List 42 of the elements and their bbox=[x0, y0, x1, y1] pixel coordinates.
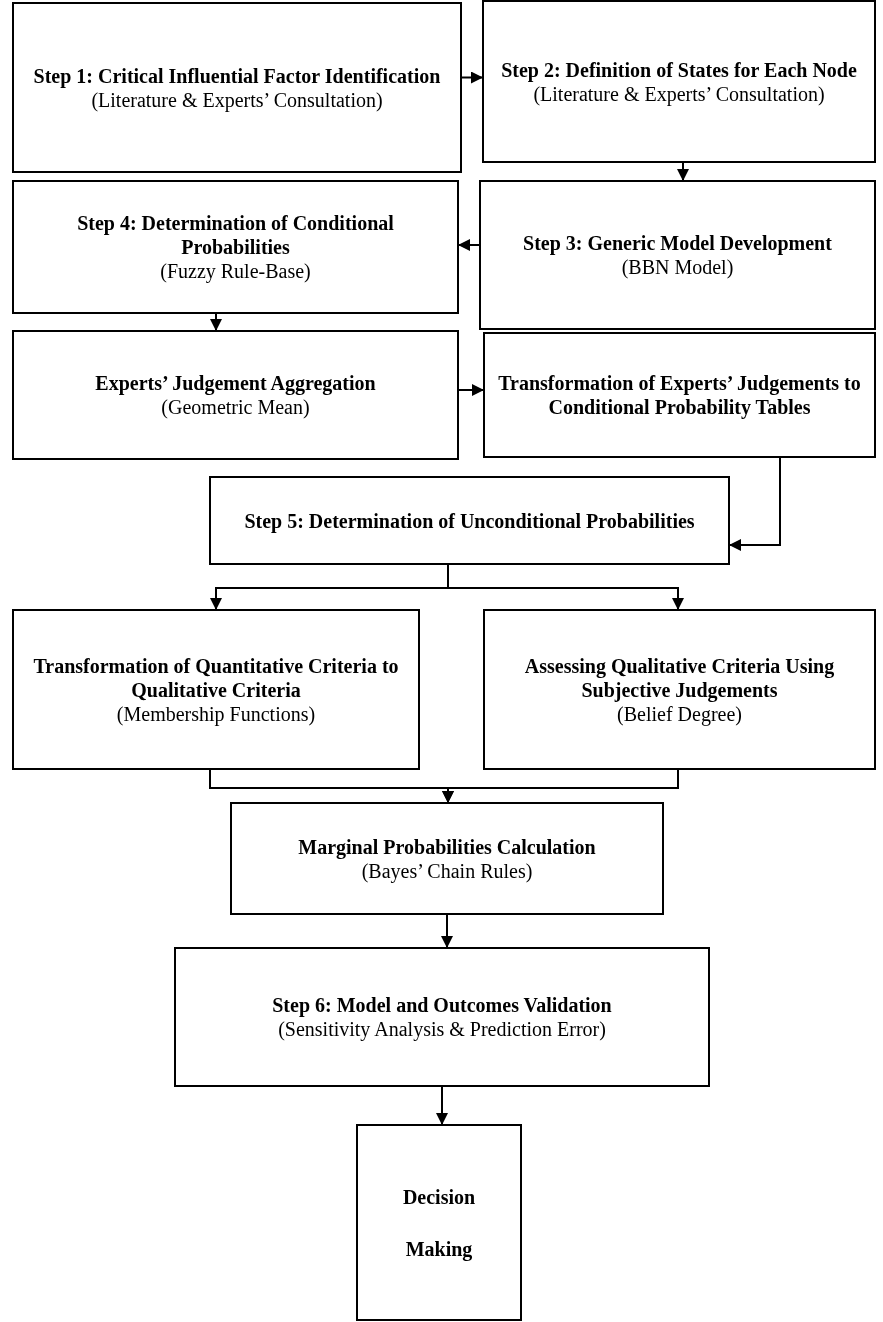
step-title: Step 2: Definition of States for Each Node bbox=[501, 57, 857, 82]
arrow bbox=[461, 71, 483, 84]
process-box bbox=[12, 2, 462, 173]
step-method: (Geometric Mean) bbox=[161, 395, 310, 419]
arrow bbox=[458, 384, 484, 396]
arrow bbox=[436, 1086, 448, 1125]
arrow bbox=[210, 313, 222, 331]
process-box bbox=[483, 609, 876, 770]
step-title: Transformation of Quantitative Criteria to Qualitative Criteria bbox=[32, 653, 400, 702]
step-title: Decision Making bbox=[401, 1184, 477, 1263]
arrow bbox=[458, 239, 480, 251]
step-method: (Fuzzy Rule-Base) bbox=[160, 259, 311, 283]
step-method: (Bayes’ Chain Rules) bbox=[361, 859, 533, 883]
process-box bbox=[12, 609, 420, 770]
process-box bbox=[209, 476, 730, 565]
process-box bbox=[12, 180, 459, 314]
step-title: Experts’ Judgement Aggregation bbox=[95, 371, 376, 395]
arrow bbox=[677, 162, 689, 181]
step-title: Step 1: Critical Influential Factor Identification bbox=[33, 63, 441, 88]
step-method: (Belief Degree) bbox=[617, 702, 742, 726]
step-title: Step 4: Determination of Conditional Probabilities bbox=[76, 211, 395, 259]
step-title: Marginal Probabilities Calculation bbox=[298, 834, 596, 859]
step-method: (BBN Model) bbox=[621, 255, 734, 279]
step-method: (Literature & Experts’ Consultation) bbox=[533, 82, 825, 106]
arrow bbox=[729, 457, 781, 551]
step-method: (Literature & Experts’ Consultation) bbox=[91, 87, 383, 112]
process-box bbox=[479, 180, 876, 330]
process-box bbox=[174, 947, 710, 1087]
arrow bbox=[441, 914, 453, 948]
step-title: Step 3: Generic Model Development bbox=[523, 231, 832, 255]
step-title: Transformation of Experts’ Judgements to Conditional Probability Tables bbox=[497, 371, 862, 419]
process-box bbox=[12, 330, 459, 460]
arrow bbox=[442, 769, 679, 803]
step-title: Step 6: Model and Outcomes Validation bbox=[272, 993, 612, 1017]
process-box bbox=[482, 0, 876, 163]
step-method: (Membership Functions) bbox=[116, 701, 316, 726]
step-title: Assessing Qualitative Criteria Using Subjective Judgements bbox=[523, 653, 836, 702]
process-box bbox=[483, 332, 876, 458]
process-box bbox=[356, 1124, 522, 1321]
step-method: (Sensitivity Analysis & Prediction Error) bbox=[278, 1017, 606, 1041]
step-title: Step 5: Determination of Unconditional Probabilities bbox=[244, 508, 695, 533]
process-box bbox=[230, 802, 664, 915]
